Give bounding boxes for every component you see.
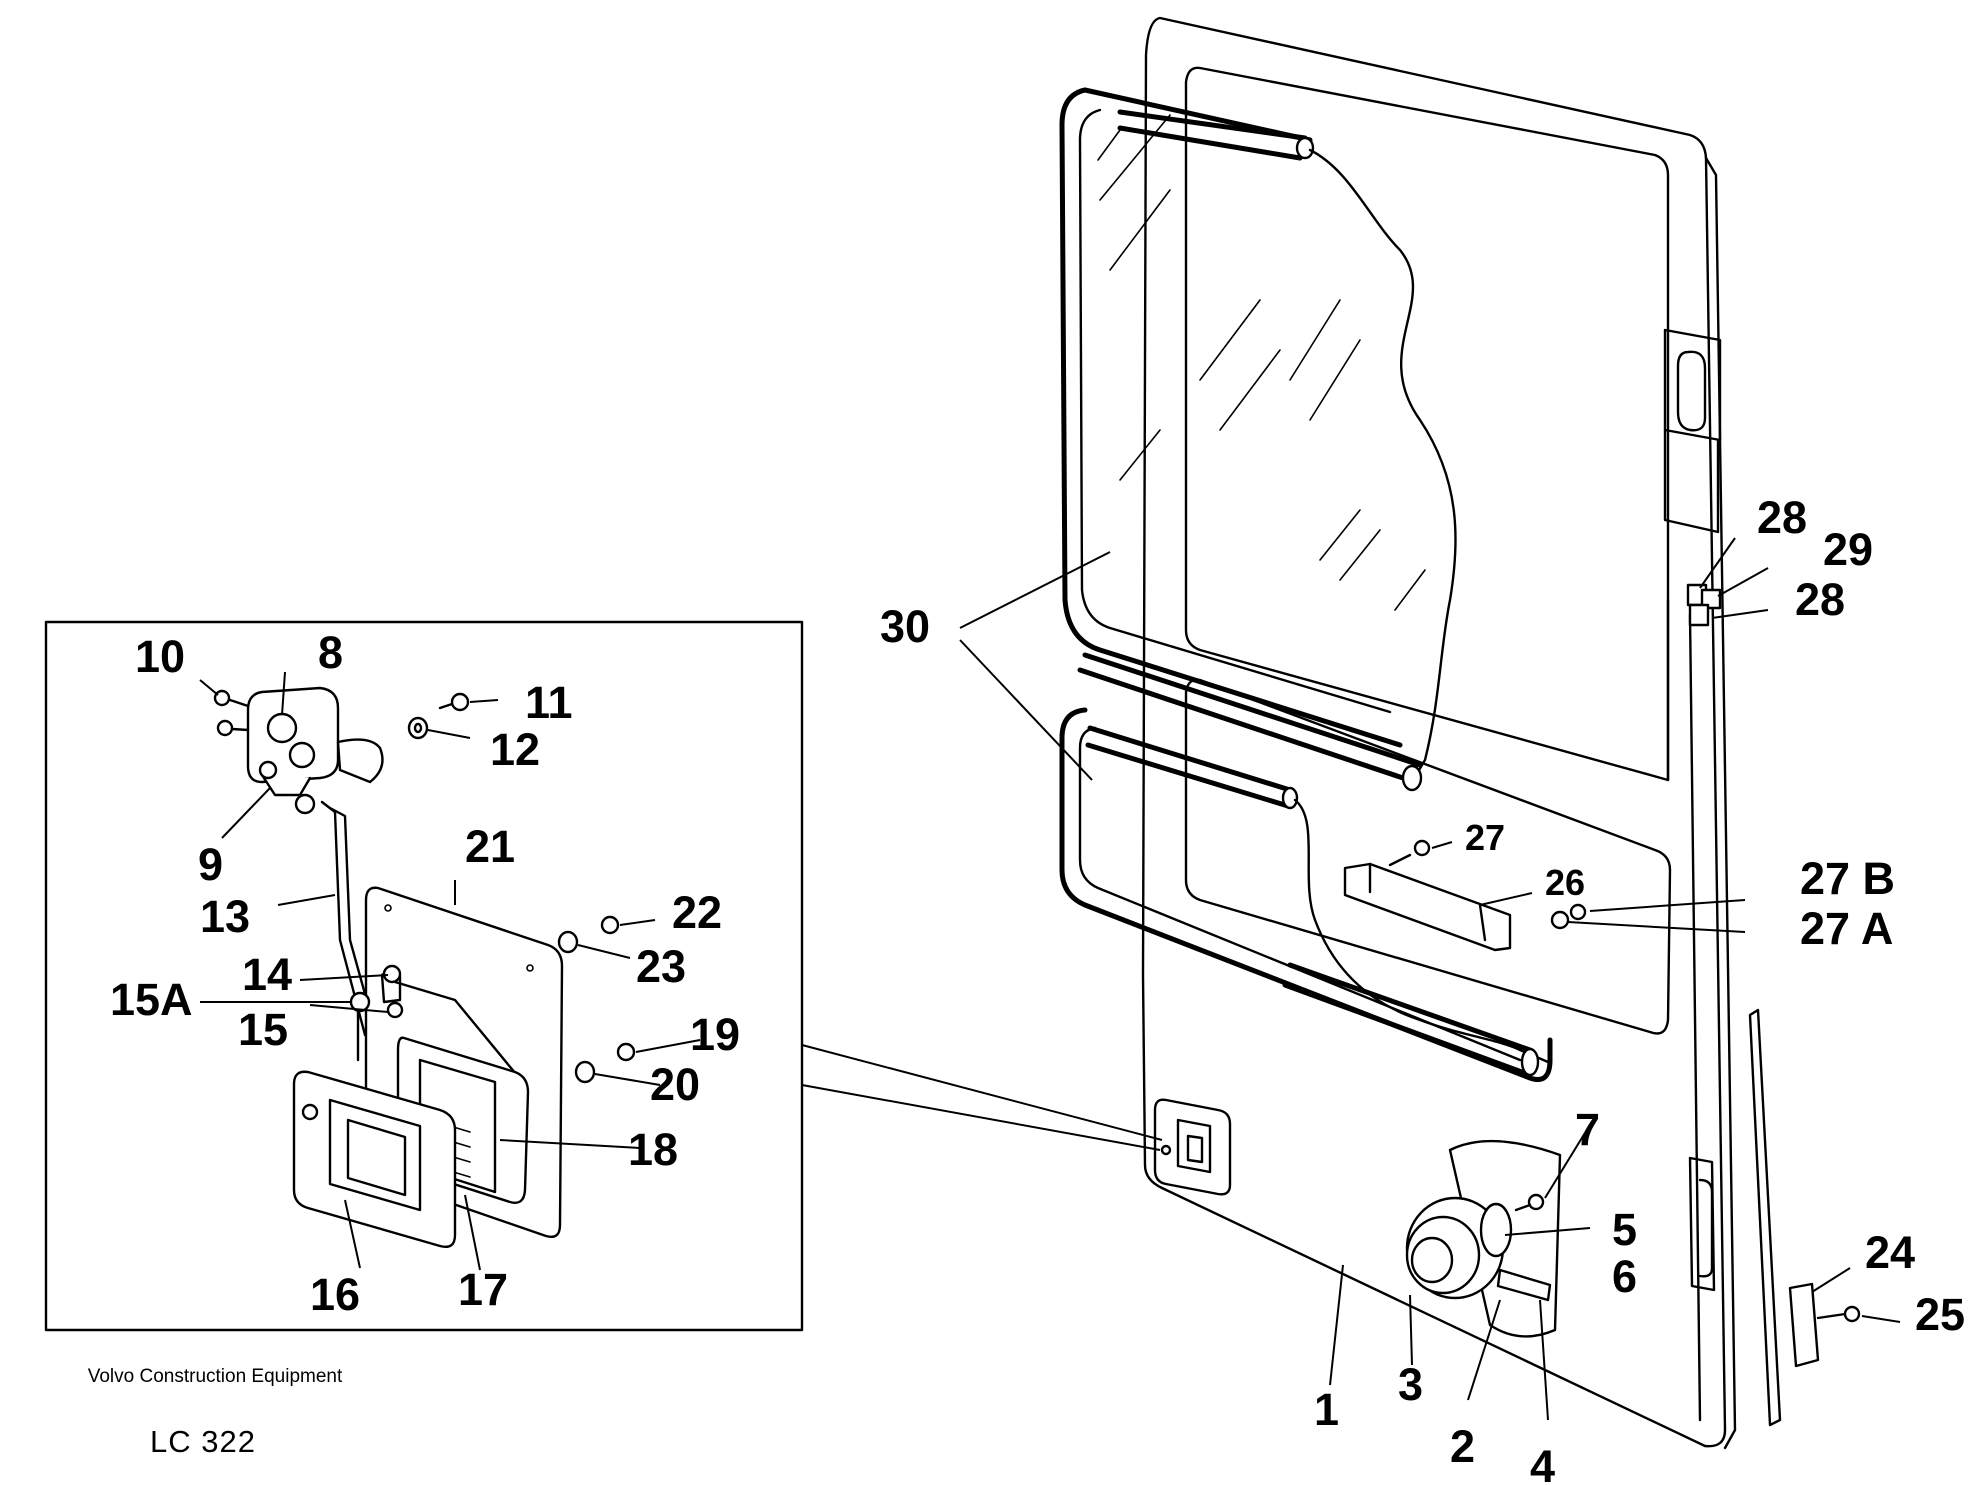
part-labels: 30 28 29 28 27 26 27 B 27 A 7 5 6 24 25 … [110,492,1965,1485]
label-part-13: 13 [200,891,250,942]
label-part-23: 23 [636,941,686,992]
upper-window-opening [1184,66,1670,782]
label-part-30: 30 [880,601,930,652]
glass-hatch [1097,114,1426,611]
lower-window-opening [1184,678,1672,1035]
label-part-28-top: 28 [1757,492,1807,543]
label-part-8: 8 [318,627,343,678]
label-part-17: 17 [458,1264,508,1315]
detail-inset [44,620,1163,1332]
label-part-5: 5 [1612,1204,1637,1255]
label-part-14: 14 [242,949,292,1000]
upper-window-sash-inner [1078,108,1392,714]
washer-20 [574,1060,596,1084]
inset-leaders [199,671,701,1271]
lever-14-15 [349,964,527,1087]
mid-rail [1077,652,1423,785]
lower-rail [1085,725,1293,809]
label-part-20: 20 [650,1059,700,1110]
footer-company-name: Volvo Construction Equipment [87,1366,343,1387]
label-part-29: 29 [1823,524,1873,575]
label-part-16: 16 [310,1269,360,1320]
hinge-upper [1663,328,1722,442]
label-part-27b: 27 B [1800,853,1895,904]
upper-rail-end [1295,136,1315,160]
washer-23 [557,930,579,954]
label-part-28-bottom: 28 [1795,574,1845,625]
lower-window-sash [1059,707,1553,1082]
bottom-tube [1282,962,1533,1078]
label-part-6: 6 [1612,1251,1637,1302]
label-part-22: 22 [672,887,722,938]
latch-mechanism [246,686,384,815]
cable-lower [1293,798,1550,1064]
label-part-25: 25 [1915,1289,1965,1340]
label-part-9: 9 [198,839,223,890]
screw-19 [616,1042,636,1062]
footer-drawing-code: LC 322 [150,1424,256,1459]
upper-window-sash [1059,87,1403,748]
mid-rail-end [1401,764,1423,792]
door-leaders [959,537,1901,1421]
label-part-10: 10 [135,631,185,682]
label-part-26: 26 [1545,862,1585,903]
door-panel-outline [1141,16,1727,1448]
screw-27 [1388,839,1431,867]
label-part-7: 7 [1575,1104,1600,1155]
nut-27a [1550,910,1570,930]
lock-assembly [1405,1139,1562,1338]
label-part-24: 24 [1865,1227,1915,1278]
washer-12 [407,716,429,740]
upper-rail [1117,109,1308,161]
washer-27b [1569,903,1587,921]
label-part-15: 15 [238,1004,288,1055]
detail-connector-upper [801,1044,1163,1141]
screw-10 [213,689,250,737]
lower-rail-end [1281,786,1299,810]
label-part-1: 1 [1314,1384,1339,1435]
detail-inset-frame [44,620,804,1332]
label-part-27: 27 [1465,817,1505,858]
seal-strip [1748,1008,1782,1427]
detail-connector-lower [801,1084,1161,1151]
label-part-11: 11 [525,677,573,728]
label-part-2: 2 [1450,1421,1475,1472]
label-part-15a: 15A [110,974,193,1025]
rod-13 [320,800,367,1037]
label-part-21: 21 [465,821,515,872]
label-part-4: 4 [1530,1441,1555,1485]
label-part-12: 12 [490,724,540,775]
screw-22 [600,915,620,935]
bracket-24 [1788,1282,1861,1368]
door-post [1666,598,1702,1422]
door-handle-recess [1153,1098,1232,1196]
label-part-19: 19 [690,1009,740,1060]
cable-upper [1308,148,1457,784]
label-part-18: 18 [628,1124,678,1175]
hinge-pin-29 [1700,588,1722,610]
door-assembly [1059,16,1861,1450]
hinge-lower [1688,1156,1716,1292]
bottom-tube-end [1520,1047,1540,1077]
lower-window-sash-inner [1078,726,1522,1062]
door-edge [1704,156,1737,1450]
label-part-3: 3 [1398,1359,1423,1410]
screw-11 [438,692,470,712]
label-part-27a: 27 A [1800,903,1893,954]
